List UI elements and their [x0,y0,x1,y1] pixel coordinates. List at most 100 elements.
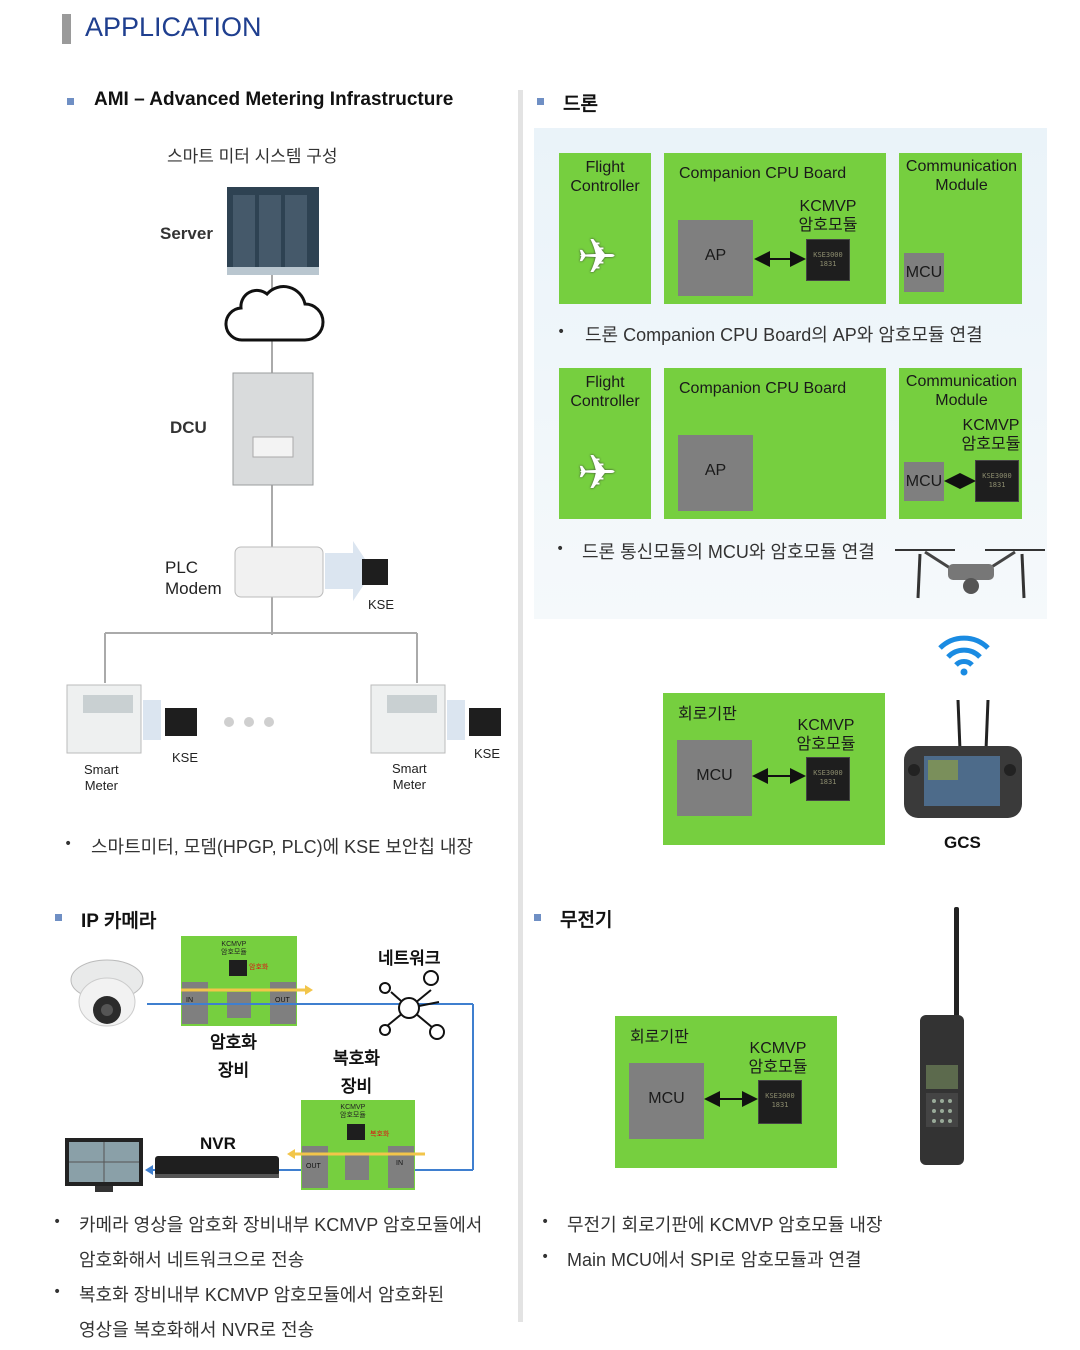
mcu-block [677,740,752,816]
kse-label-left: KSE [172,750,199,765]
radio-bullet-1: 무전기 회로기판에 KCMVP 암호모듈 내장 [567,1215,883,1235]
network-label: 네트워크 [378,949,441,968]
ap-label: AP [704,247,727,264]
airplane-icon: ✈ [577,229,618,285]
ipcam-bullet-1b: 암호화해서 네트워크으로 전송 [79,1250,305,1270]
flight-controller-label: Flight Controller [570,159,640,195]
flight-controller-board [559,368,651,519]
gcs-controller-icon [904,700,1022,818]
small-encrypt-label: 암호화 [249,964,269,971]
drone-bullet-2: 드론 통신모듈의 MCU와 암호모듈 연결 [582,542,875,562]
bullet-dot: • [53,1214,62,1230]
mcu-block [904,253,944,292]
mcu-label: MCU [696,767,733,784]
server-icon [227,187,319,275]
radio-device-icon [920,907,964,1165]
network-icon [379,970,445,1040]
ipcam-bullet-1a: 카메라 영상을 암호화 장비내부 KCMVP 암호모듈에서 [79,1215,483,1235]
smart-meter-icon-right [370,684,501,754]
ap-label: AP [704,462,727,479]
plc-modem-label: PLC Modem [165,558,222,598]
ami-heading: AMI – Advanced Metering Infrastructure [94,89,454,110]
ipcam-bullet-2a: 복호화 장비내부 KCMVP 암호모듈에서 암호화된 [79,1285,445,1305]
monitor-icon [65,1138,143,1192]
encrypt-device-label: 암호화 장비 [210,1033,257,1080]
cloud-icon [224,285,325,342]
chip-text: KSE3000 1831 [813,769,843,786]
ap-block [678,435,753,511]
airplane-icon: ✈ [577,445,618,501]
ipcam-diagram [65,936,474,1192]
bullet-dot: • [541,1249,550,1265]
smart-meter-icon-left [66,684,197,754]
ami-diagram [66,187,501,754]
crypto-chip-icon: KSE3000 1831 [758,1080,802,1124]
drone-arrows [754,251,976,489]
dcu-box-icon [232,372,314,486]
bullet-dot: • [557,324,566,340]
section-bullet-icon [534,914,541,921]
bullet-dot: • [556,541,565,557]
dcu-label: DCU [170,418,207,437]
ap-block [678,220,753,296]
chip-text: KSE3000 1831 [765,1092,795,1109]
ipcam-heading: IP 카메라 [81,911,157,932]
small-kcmvp-label: KCMVP 암호모듈 [340,1104,366,1119]
circuit-board-label: 회로기판 [630,1029,689,1046]
section-bullet-icon [67,98,74,105]
column-divider [518,90,523,1322]
plc-modem-icon [234,541,388,601]
bidirectional-arrow-icon [752,768,806,784]
section-bullet-icon [537,98,544,105]
bullet-dot: • [64,836,73,852]
kse-label-modem: KSE [368,597,395,612]
mcu-label: MCU [905,473,943,490]
decrypt-device-label: 복호화 장비 [333,1049,380,1096]
companion-label: Companion CPU Board [679,165,847,182]
title-accent-bar [62,14,71,44]
ip-camera-icon [70,959,144,1027]
crypto-chip-icon: KSE3000 1831 [975,460,1019,502]
in-label: IN [186,997,193,1004]
bidirectional-arrow-icon [704,1091,758,1107]
circuit-board-label: 회로기판 [678,706,737,723]
kcmvp-label: KCMVP 암호모듈 [798,198,858,234]
small-kcmvp-label: KCMVP 암호모듈 [221,941,247,956]
server-label: Server [160,224,213,243]
companion-label: Companion CPU Board [679,380,847,397]
comm-module-label: Communication Module [905,373,1018,409]
flight-controller-board [559,153,651,304]
bullet-dot: • [541,1214,550,1230]
drone-heading: 드론 [563,94,598,115]
out-label: OUT [275,997,290,1004]
mcu-block [904,462,944,501]
section-bullet-icon [55,914,62,921]
kcmvp-label: KCMVP 암호모듈 [961,417,1021,453]
small-decrypt-label: 복호화 [370,1131,390,1138]
smart-meter-label-right: Smart Meter [392,761,427,792]
mcu-label: MCU [905,264,943,281]
ami-bullet: 스마트미터, 모뎀(HPGP, PLC)에 KSE 보안칩 내장 [91,837,473,857]
ami-subtitle: 스마트 미터 시스템 구성 [167,147,338,166]
in-label: IN [396,1160,403,1167]
wifi-icon [938,635,990,676]
radio-heading: 무전기 [560,910,613,931]
mcu-label: MCU [648,1090,685,1107]
crypto-chip-icon: KSE3000 1831 [806,757,850,801]
crypto-chip-icon: KSE3000 1831 [806,239,850,281]
chip-text: KSE3000 1831 [813,251,843,268]
nvr-label: NVR [200,1134,236,1153]
drone-icon [895,549,1045,599]
out-label: OUT [306,1163,321,1170]
comm-module-label: Communication Module [905,158,1018,194]
ipcam-bullet-2b: 영상을 복호화해서 NVR로 전송 [79,1320,315,1340]
mcu-block [629,1063,704,1139]
chip-text: KSE3000 1831 [982,472,1012,489]
kcmvp-label: KCMVP 암호모듈 [796,717,856,753]
drone-bullet-1: 드론 Companion CPU Board의 AP와 암호모듈 연결 [585,325,983,345]
kse-label-right: KSE [474,746,501,761]
radio-bullet-2: Main MCU에서 SPI로 암호모듈과 연결 [567,1250,862,1270]
flight-controller-label: Flight Controller [570,374,640,410]
page-title: APPLICATION [85,12,262,42]
bullet-dot: • [53,1284,62,1300]
